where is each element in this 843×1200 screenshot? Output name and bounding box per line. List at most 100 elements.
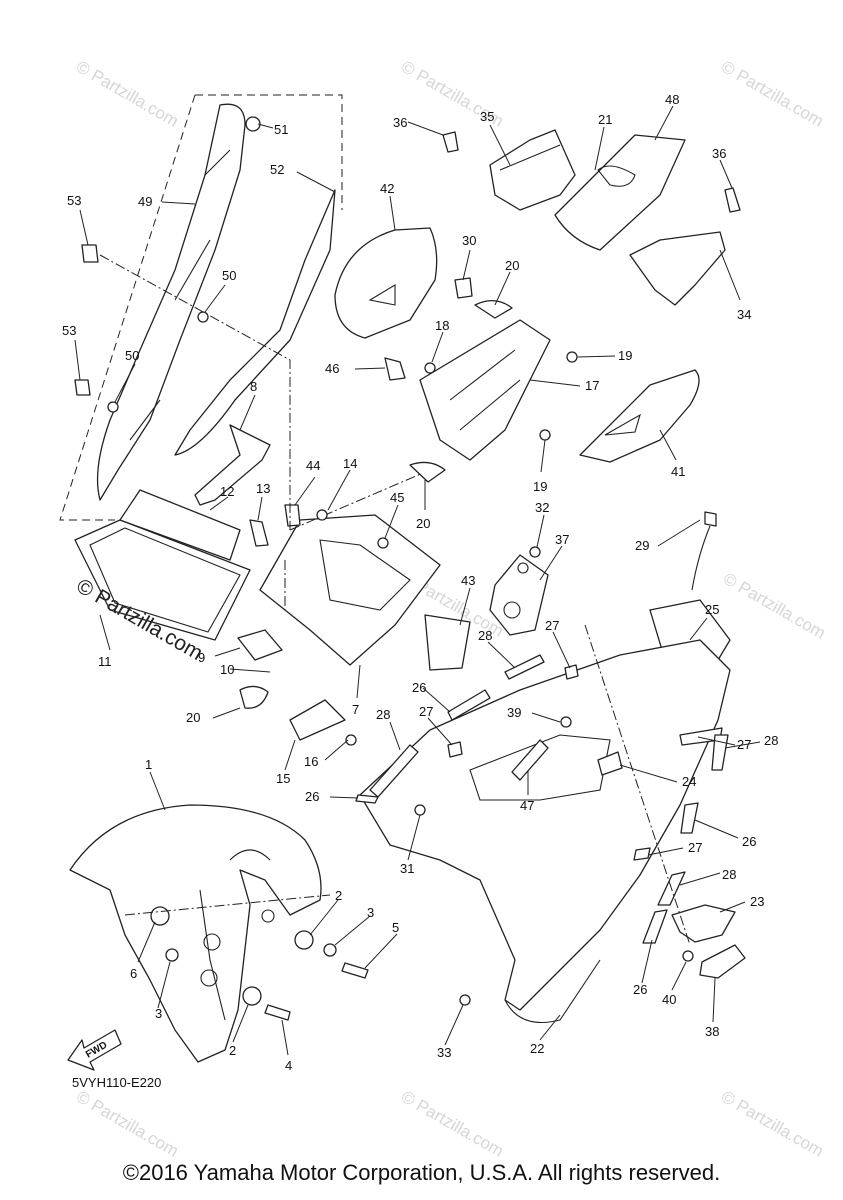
callout-21: 21: [598, 112, 612, 127]
callout-30: 30: [462, 233, 476, 248]
callout-5: 5: [392, 920, 399, 935]
callout-36: 36: [712, 146, 726, 161]
part-43-bracket: [424, 614, 471, 671]
part-22-rear-fender: [359, 639, 731, 1011]
callout-39: 39: [507, 705, 521, 720]
watermark: © Partzilla.com: [73, 1087, 182, 1161]
callout-7: 7: [352, 702, 359, 717]
part-27-strip: [447, 741, 463, 758]
part-19-screw: [539, 429, 551, 441]
callout-22: 22: [530, 1041, 544, 1056]
callout-47: 47: [520, 798, 534, 813]
callout-41: 41: [671, 464, 685, 479]
callout-20: 20: [505, 258, 519, 273]
callout-33: 33: [437, 1045, 451, 1060]
part-20-rivet: [474, 300, 513, 319]
watermark: © Partzilla.com: [718, 57, 827, 131]
part-drawings: [59, 94, 746, 1063]
part-28-strip: [504, 654, 545, 680]
callout-35: 35: [480, 109, 494, 124]
part-20-rivet: [239, 685, 269, 709]
callout-43: 43: [461, 573, 475, 588]
callout-26: 26: [742, 834, 756, 849]
callouts: 1 2 2 3 3 4 5 6 7 8 9 10 11 12 13 14 15 …: [62, 92, 778, 1073]
part-17-upper-stay: [419, 319, 551, 461]
part-36-bolt: [442, 131, 459, 153]
callout-28: 28: [376, 707, 390, 722]
part-38-bracket: [699, 944, 746, 979]
callout-50: 50: [125, 348, 139, 363]
part-13-bolt: [249, 519, 269, 547]
part-48-pad: [554, 134, 686, 251]
callout-20: 20: [186, 710, 200, 725]
callout-27: 27: [545, 618, 559, 633]
part-8-bracket: [194, 424, 271, 506]
callout-37: 37: [555, 532, 569, 547]
part-51-bolt: [245, 116, 261, 132]
leader-lines: [74, 105, 761, 1056]
callout-18: 18: [435, 318, 449, 333]
callout-9: 9: [198, 650, 205, 665]
callout-26: 26: [305, 789, 319, 804]
callout-40: 40: [662, 992, 676, 1007]
callout-27: 27: [419, 704, 433, 719]
part-28-strip: [369, 744, 419, 798]
part-1-front-fender: [69, 804, 322, 1063]
callout-27: 27: [688, 840, 702, 855]
part-46-bolt: [384, 357, 406, 381]
callout-16: 16: [304, 754, 318, 769]
callout-27: 27: [737, 737, 751, 752]
part-11-grille: [74, 519, 251, 641]
callout-48: 48: [665, 92, 679, 107]
callout-25: 25: [705, 602, 719, 617]
callout-50: 50: [222, 268, 236, 283]
part-32-screw: [529, 546, 541, 558]
watermark: © Partzilla.com: [398, 1087, 507, 1161]
callout-4: 4: [285, 1058, 292, 1073]
callout-26: 26: [633, 982, 647, 997]
callout-32: 32: [535, 500, 549, 515]
callout-26: 26: [412, 680, 426, 695]
callout-1: 1: [145, 757, 152, 772]
part-5-bolt: [341, 962, 369, 979]
part-23-plate: [671, 904, 736, 943]
callout-13: 13: [256, 481, 270, 496]
part-2-grommet: [242, 986, 262, 1006]
part-20-rivet: [409, 461, 446, 483]
callout-15: 15: [276, 771, 290, 786]
callout-20: 20: [416, 516, 430, 531]
part-24-clip: [597, 751, 623, 776]
callout-28: 28: [478, 628, 492, 643]
callout-31: 31: [400, 861, 414, 876]
callout-14: 14: [343, 456, 357, 471]
watermark: © Partzilla.com: [718, 1087, 827, 1161]
part-12-duct: [119, 489, 241, 561]
part-33-screw: [459, 994, 471, 1006]
part-4-bolt: [264, 1004, 291, 1021]
callout-44: 44: [306, 458, 320, 473]
part-36-bolt: [724, 187, 741, 213]
part-35-bracket: [489, 129, 576, 211]
part-34-bracket: [629, 231, 726, 306]
part-16-screw: [345, 734, 357, 746]
callout-11: 11: [98, 654, 112, 669]
part-29-strap: [691, 525, 711, 591]
part-52-inner-panel: [174, 189, 336, 456]
part-26-strip: [355, 794, 379, 804]
part-53-bolt: [81, 244, 99, 263]
fwd-arrow-icon: FWD: [67, 1029, 122, 1071]
part-3-collar: [323, 943, 337, 957]
part-28-strip: [711, 734, 729, 771]
part-47-pad: [511, 739, 549, 781]
callout-36: 36: [393, 115, 407, 130]
watermark: © Partzilla.com: [720, 569, 829, 643]
part-53-bolt: [74, 379, 91, 396]
callout-46: 46: [325, 361, 339, 376]
callout-17: 17: [585, 378, 599, 393]
callout-2: 2: [229, 1043, 236, 1058]
part-27-strip: [564, 664, 579, 680]
part-26-strip: [447, 689, 491, 721]
part-30-clip: [454, 277, 473, 299]
callout-53: 53: [62, 323, 76, 338]
part-2-grommet: [294, 930, 314, 950]
